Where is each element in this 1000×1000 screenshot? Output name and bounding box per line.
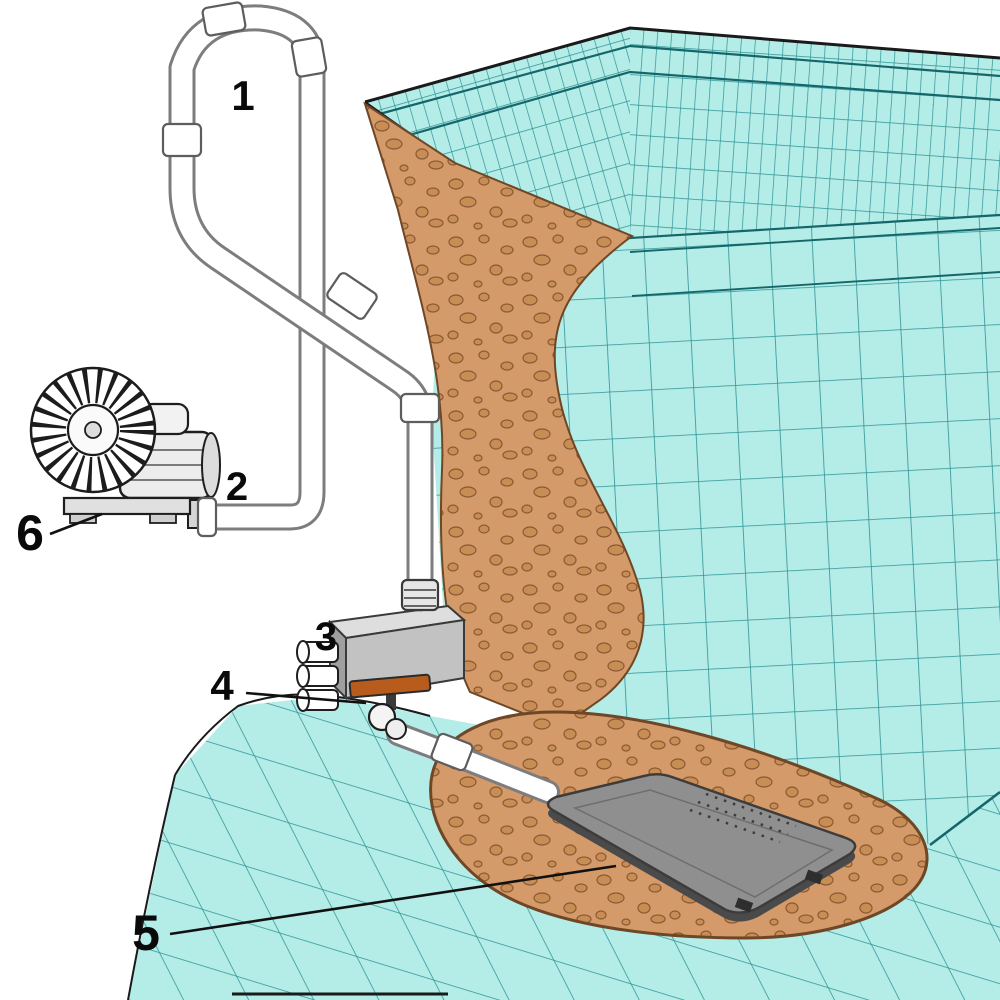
wall-floor-junction: [929, 791, 1000, 846]
wall-top-edge: [364, 26, 1000, 104]
plate-tab: [734, 897, 754, 913]
leader-5: [169, 864, 617, 936]
valve-stem: [386, 694, 396, 710]
label-6: 6: [16, 505, 44, 561]
leader-4: [245, 691, 367, 705]
air-loop-piping: [161, 1, 441, 612]
plate-ridge: [572, 789, 834, 898]
label-5: 5: [132, 905, 160, 961]
plate-tab: [804, 869, 824, 885]
plate-vent-dots: [689, 792, 797, 844]
label-2: 2: [226, 465, 248, 509]
manifold-ports: [296, 640, 339, 712]
floor-bottom-left-edge: [127, 774, 176, 1000]
pipe-coupling: [430, 732, 474, 772]
pipe-coupling: [161, 122, 203, 158]
blower-foot: [69, 513, 97, 524]
leader-6: [49, 512, 103, 536]
label-3: 3: [315, 615, 337, 659]
air-blower: [29, 366, 221, 538]
pipe-coupling: [290, 36, 328, 78]
blower-foot: [149, 513, 177, 524]
pipe-to-plate: [386, 722, 560, 804]
label-4: 4: [210, 662, 234, 709]
earth-cutaway-band: [363, 101, 645, 730]
control-valve: [348, 673, 432, 740]
callouts: 1 2 3 4 5 6: [16, 72, 617, 961]
pipe-coupling: [399, 392, 441, 424]
air-channel-plate: [546, 773, 857, 922]
label-1: 1: [231, 72, 254, 119]
valve-handle: [348, 673, 432, 699]
pipe-coupling: [326, 272, 378, 320]
blower-impeller: [29, 366, 157, 494]
valve-nut: [385, 718, 407, 740]
flex-coupling: [400, 578, 440, 612]
wall-accent-rows: [629, 227, 1000, 297]
blower-union-coupling: [196, 496, 218, 538]
blower-base: [62, 496, 192, 516]
pipe-coupling: [201, 1, 247, 37]
